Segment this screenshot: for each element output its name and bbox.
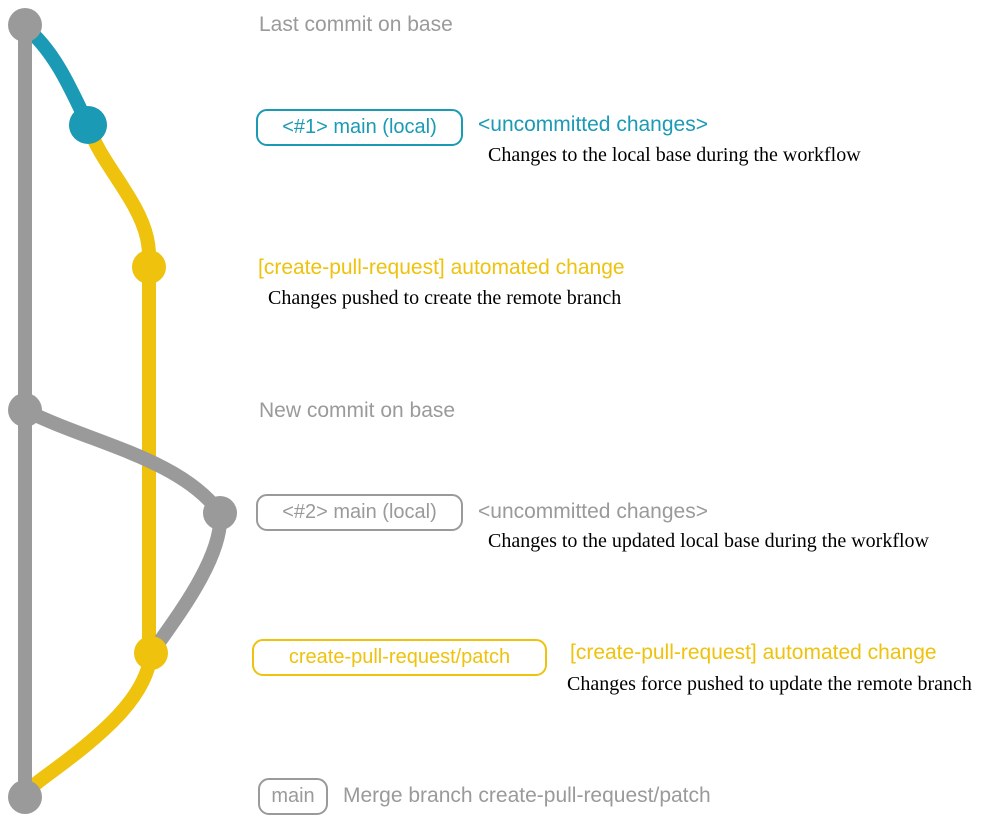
base-update-curve-2 <box>146 506 228 658</box>
commit-dot-local-main-1 <box>69 106 107 144</box>
merge-commit-label: Merge branch create-pull-request/patch <box>343 784 711 807</box>
automated-change-2-caption: Changes force pushed to update the remot… <box>567 673 972 695</box>
commit-dot-local-main-2 <box>203 496 237 530</box>
uncommitted-changes-2-heading: <uncommitted changes> <box>478 500 708 523</box>
automated-change-1-caption: Changes pushed to create the remote bran… <box>268 287 622 309</box>
last-commit-label: Last commit on base <box>259 13 453 36</box>
commit-dot-patch-commit <box>134 636 168 670</box>
commit-dot-last-commit-on-base <box>8 8 42 42</box>
branch-badge-patch: create-pull-request/patch <box>252 639 547 676</box>
commit-dot-new-commit-on-base <box>8 393 42 427</box>
automated-change-1-heading: [create-pull-request] automated change <box>258 256 625 279</box>
branch-badge-main: main <box>258 778 328 815</box>
new-commit-label: New commit on base <box>259 399 456 422</box>
branch-badge-main-local-1: <#1> main (local) <box>256 109 463 146</box>
patch-merge-curve <box>19 646 158 801</box>
base-update-curve-1 <box>18 403 227 520</box>
uncommitted-changes-1-caption: Changes to the local base during the wor… <box>488 144 861 166</box>
commit-dot-automated-change-1 <box>132 250 166 284</box>
branch-badge-main-local-2: <#2> main (local) <box>256 494 463 531</box>
commit-dot-merge-commit <box>8 780 42 814</box>
uncommitted-changes-1-heading: <uncommitted changes> <box>478 113 708 136</box>
uncommitted-changes-2-caption: Changes to the updated local base during… <box>488 530 929 552</box>
automated-change-2-heading: [create-pull-request] automated change <box>570 641 937 664</box>
patch-branch-line <box>81 118 156 662</box>
